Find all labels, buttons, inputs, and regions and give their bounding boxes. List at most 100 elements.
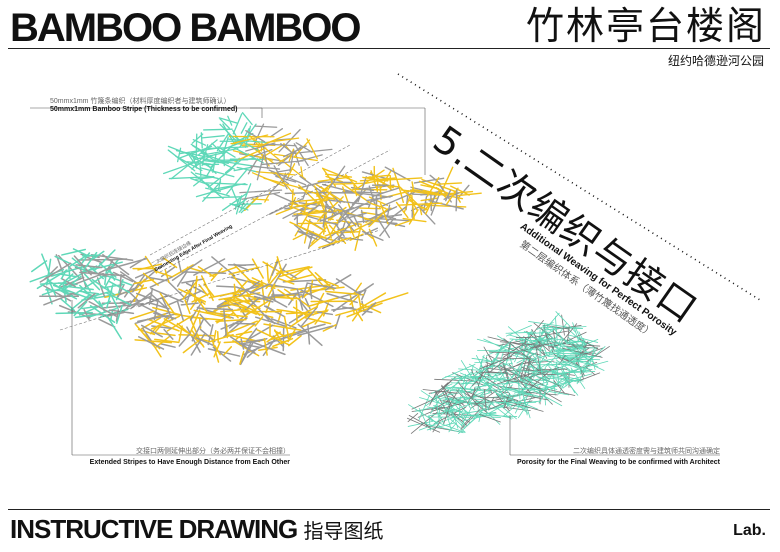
bamboo-strip <box>471 357 489 362</box>
bamboo-strip <box>333 182 365 185</box>
bamboo-strip <box>327 199 370 206</box>
bamboo-strip <box>422 389 458 394</box>
bamboo-strip <box>491 383 532 396</box>
bamboo-strip <box>555 359 570 371</box>
bamboo-strip <box>249 283 270 294</box>
bamboo-strip <box>77 292 96 309</box>
bamboo-strip <box>181 278 205 284</box>
bamboo-strip <box>273 165 288 190</box>
bamboo-strip <box>556 337 562 349</box>
connection-dash-line <box>59 229 381 331</box>
bamboo-strip <box>96 277 106 298</box>
bamboo-strip <box>294 151 300 166</box>
bamboo-strip <box>464 379 468 391</box>
bamboo-strip <box>585 366 596 376</box>
bamboo-strip <box>460 414 466 428</box>
bamboo-strip <box>138 294 170 308</box>
footer-title: INSTRUCTIVE DRAWING 指导图纸 <box>10 514 383 545</box>
bamboo-strip <box>501 393 538 410</box>
bamboo-strip <box>429 390 438 406</box>
bamboo-strip <box>417 406 443 418</box>
bamboo-strip <box>253 295 274 303</box>
bamboo-strip <box>276 308 314 316</box>
bamboo-strip <box>216 132 230 152</box>
bamboo-strip <box>263 177 302 189</box>
porosity-note: 二次编织具体通透密度需与建筑师共同沟通确定 Porosity for the F… <box>512 446 720 466</box>
bamboo-strip <box>289 311 312 328</box>
bamboo-strip <box>217 157 256 164</box>
bamboo-strip <box>397 202 443 206</box>
bamboo-strip <box>503 341 528 358</box>
bamboo-strip <box>160 266 176 278</box>
bamboo-strip <box>516 356 526 380</box>
bamboo-strip <box>233 134 269 144</box>
bamboo-strip <box>211 256 236 277</box>
bamboo-strip <box>289 202 322 213</box>
bamboo-strip <box>385 206 407 223</box>
bamboo-strip <box>176 270 188 287</box>
bamboo-strip <box>109 309 135 315</box>
bamboo-strip <box>499 365 532 384</box>
bamboo-strip <box>167 149 196 172</box>
bamboo-strip <box>492 389 513 410</box>
bamboo-strip <box>232 113 243 135</box>
bamboo-strip <box>317 277 339 287</box>
bamboo-strip <box>108 280 131 294</box>
bamboo-strip <box>153 300 159 321</box>
bamboo-strip <box>335 278 362 296</box>
bamboo-strip <box>516 370 544 386</box>
bamboo-strip <box>288 148 295 162</box>
bamboo-strip <box>159 343 176 348</box>
bamboo-strip <box>91 278 116 296</box>
bamboo-strip <box>527 379 551 403</box>
bamboo-strip <box>52 284 91 300</box>
bamboo-strip <box>442 400 462 406</box>
bamboo-strip <box>342 186 351 209</box>
bamboo-strip <box>549 342 567 348</box>
bamboo-strip <box>267 283 276 297</box>
bamboo-strip <box>502 394 529 417</box>
bamboo-strip <box>562 323 578 342</box>
bamboo-strip <box>441 385 465 407</box>
bamboo-strip <box>470 390 498 409</box>
bamboo-strip <box>254 139 282 162</box>
bamboo-strip <box>472 414 518 417</box>
bamboo-strip <box>457 387 471 409</box>
bamboo-strip <box>245 327 258 343</box>
bamboo-strip <box>502 362 510 386</box>
bamboo-strip <box>362 230 384 241</box>
bamboo-strip <box>55 311 93 315</box>
bamboo-strip <box>300 320 316 328</box>
bamboo-strip <box>317 191 358 194</box>
bamboo-strip <box>426 177 440 197</box>
bamboo-strip <box>516 352 537 364</box>
bamboo-strip <box>370 202 387 210</box>
bamboo-strip <box>438 399 463 417</box>
footer-title-cn: 指导图纸 <box>303 519 384 543</box>
bamboo-strip <box>408 414 431 428</box>
bamboo-strip <box>433 397 469 404</box>
bamboo-strip <box>306 138 318 160</box>
bamboo-strip <box>553 322 567 341</box>
bamboo-strip <box>309 323 326 329</box>
bamboo-strip <box>528 321 568 328</box>
bamboo-strip <box>297 230 318 241</box>
bamboo-strip <box>297 323 323 347</box>
bamboo-strip <box>480 358 495 383</box>
bamboo-strip <box>79 271 126 277</box>
bamboo-strip <box>216 331 220 344</box>
bamboo-strip <box>355 292 387 311</box>
bamboo-strip <box>301 283 308 299</box>
bamboo-strip <box>484 378 512 381</box>
bamboo-strip <box>531 336 565 346</box>
bamboo-strip <box>320 186 335 198</box>
bamboo-strip <box>438 183 452 203</box>
bamboo-strip <box>256 329 290 346</box>
bamboo-strip <box>257 132 292 148</box>
bamboo-strip <box>553 380 566 394</box>
bamboo-strip <box>245 142 276 152</box>
bamboo-strip <box>171 259 203 282</box>
bamboo-strip <box>313 185 327 212</box>
bamboo-strip <box>477 371 509 374</box>
bamboo-strip <box>317 176 349 183</box>
